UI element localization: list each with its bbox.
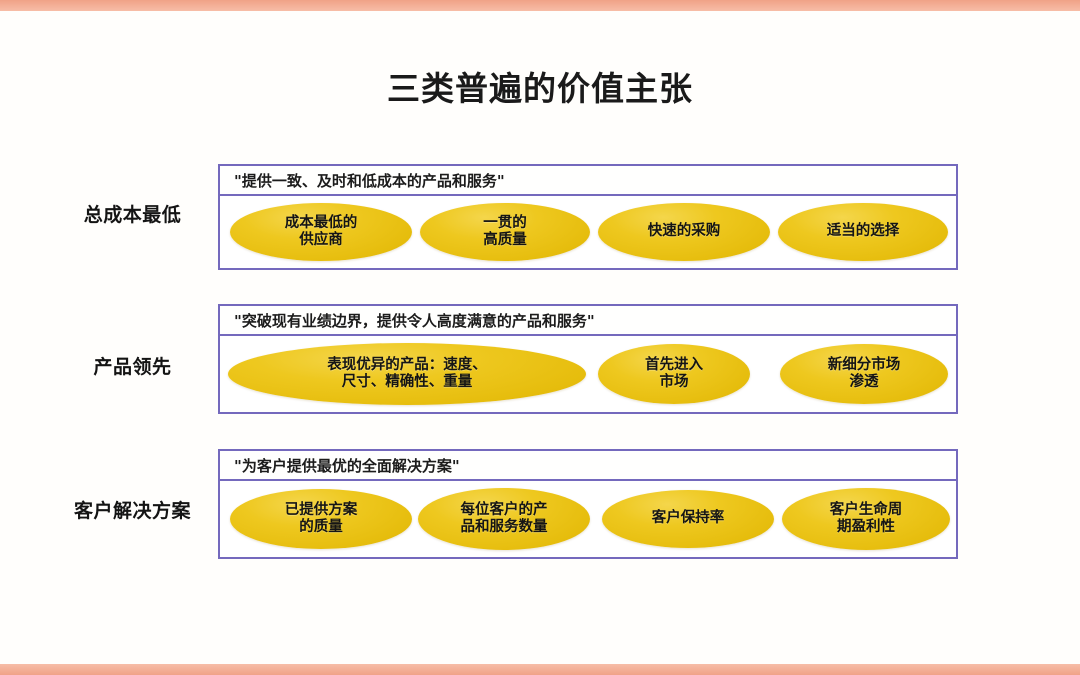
bottom-accent-band [0,664,1080,675]
ellipse-label: 一贯的 高质量 [483,214,527,248]
ellipse-item[interactable]: 每位客户的产 品和服务数量 [418,488,590,550]
quote-text: "提供一致、及时和低成本的产品和服务" [234,171,505,190]
ellipse-label: 成本最低的 供应商 [284,214,358,248]
ellipse-item[interactable]: 表现优异的产品：速度、 尺寸、精确性、重量 [228,343,586,405]
ellipse-area: 表现优异的产品：速度、 尺寸、精确性、重量 首先进入 市场 新细分市场 渗透 [220,336,956,412]
quote-bar: "突破现有业绩边界，提供令人高度满意的产品和服务" [220,306,956,336]
ellipse-item[interactable]: 成本最低的 供应商 [230,203,412,261]
row-label: 产品领先 [93,356,172,378]
ellipse-item[interactable]: 首先进入 市场 [598,344,750,404]
ellipse-label: 适当的选择 [826,223,900,240]
ellipse-label: 新细分市场 渗透 [827,356,901,390]
ellipse-item[interactable]: 已提供方案 的质量 [230,489,412,549]
ellipse-label: 首先进入 市场 [645,356,703,390]
page-title: 三类普遍的价值主张 [387,69,693,108]
top-accent-band [0,0,1080,11]
ellipse-item[interactable]: 客户保持率 [602,490,774,548]
quote-bar: "提供一致、及时和低成本的产品和服务" [220,166,956,196]
ellipse-label: 每位客户的产 品和服务数量 [460,501,548,535]
ellipse-label: 表现优异的产品：速度、 尺寸、精确性、重量 [327,356,487,390]
ellipse-label: 客户保持率 [651,510,725,527]
row-panel: "为客户提供最优的全面解决方案" 已提供方案 的质量 每位客户的产 品和服务数量… [218,449,958,559]
quote-text: "为客户提供最优的全面解决方案" [234,456,460,475]
ellipse-item[interactable]: 客户生命周 期盈利性 [782,488,950,550]
row-label: 客户解决方案 [73,500,191,522]
row-label: 总成本最低 [83,204,182,226]
ellipse-item[interactable]: 适当的选择 [778,203,948,261]
row-panel: "提供一致、及时和低成本的产品和服务" 成本最低的 供应商 一贯的 高质量 快速… [218,164,958,270]
ellipse-item[interactable]: 快速的采购 [598,203,770,261]
ellipse-label: 已提供方案 的质量 [284,501,358,535]
ellipse-label: 客户生命周 期盈利性 [829,501,903,535]
ellipse-area: 成本最低的 供应商 一贯的 高质量 快速的采购 适当的选择 [220,196,956,268]
ellipse-item[interactable]: 一贯的 高质量 [420,203,590,261]
ellipse-item[interactable]: 新细分市场 渗透 [780,344,948,404]
row-panel: "突破现有业绩边界，提供令人高度满意的产品和服务" 表现优异的产品：速度、 尺寸… [218,304,958,414]
quote-bar: "为客户提供最优的全面解决方案" [220,451,956,481]
quote-text: "突破现有业绩边界，提供令人高度满意的产品和服务" [234,311,595,330]
ellipse-label: 快速的采购 [647,223,721,240]
ellipse-area: 已提供方案 的质量 每位客户的产 品和服务数量 客户保持率 客户生命周 期盈利性 [220,481,956,557]
